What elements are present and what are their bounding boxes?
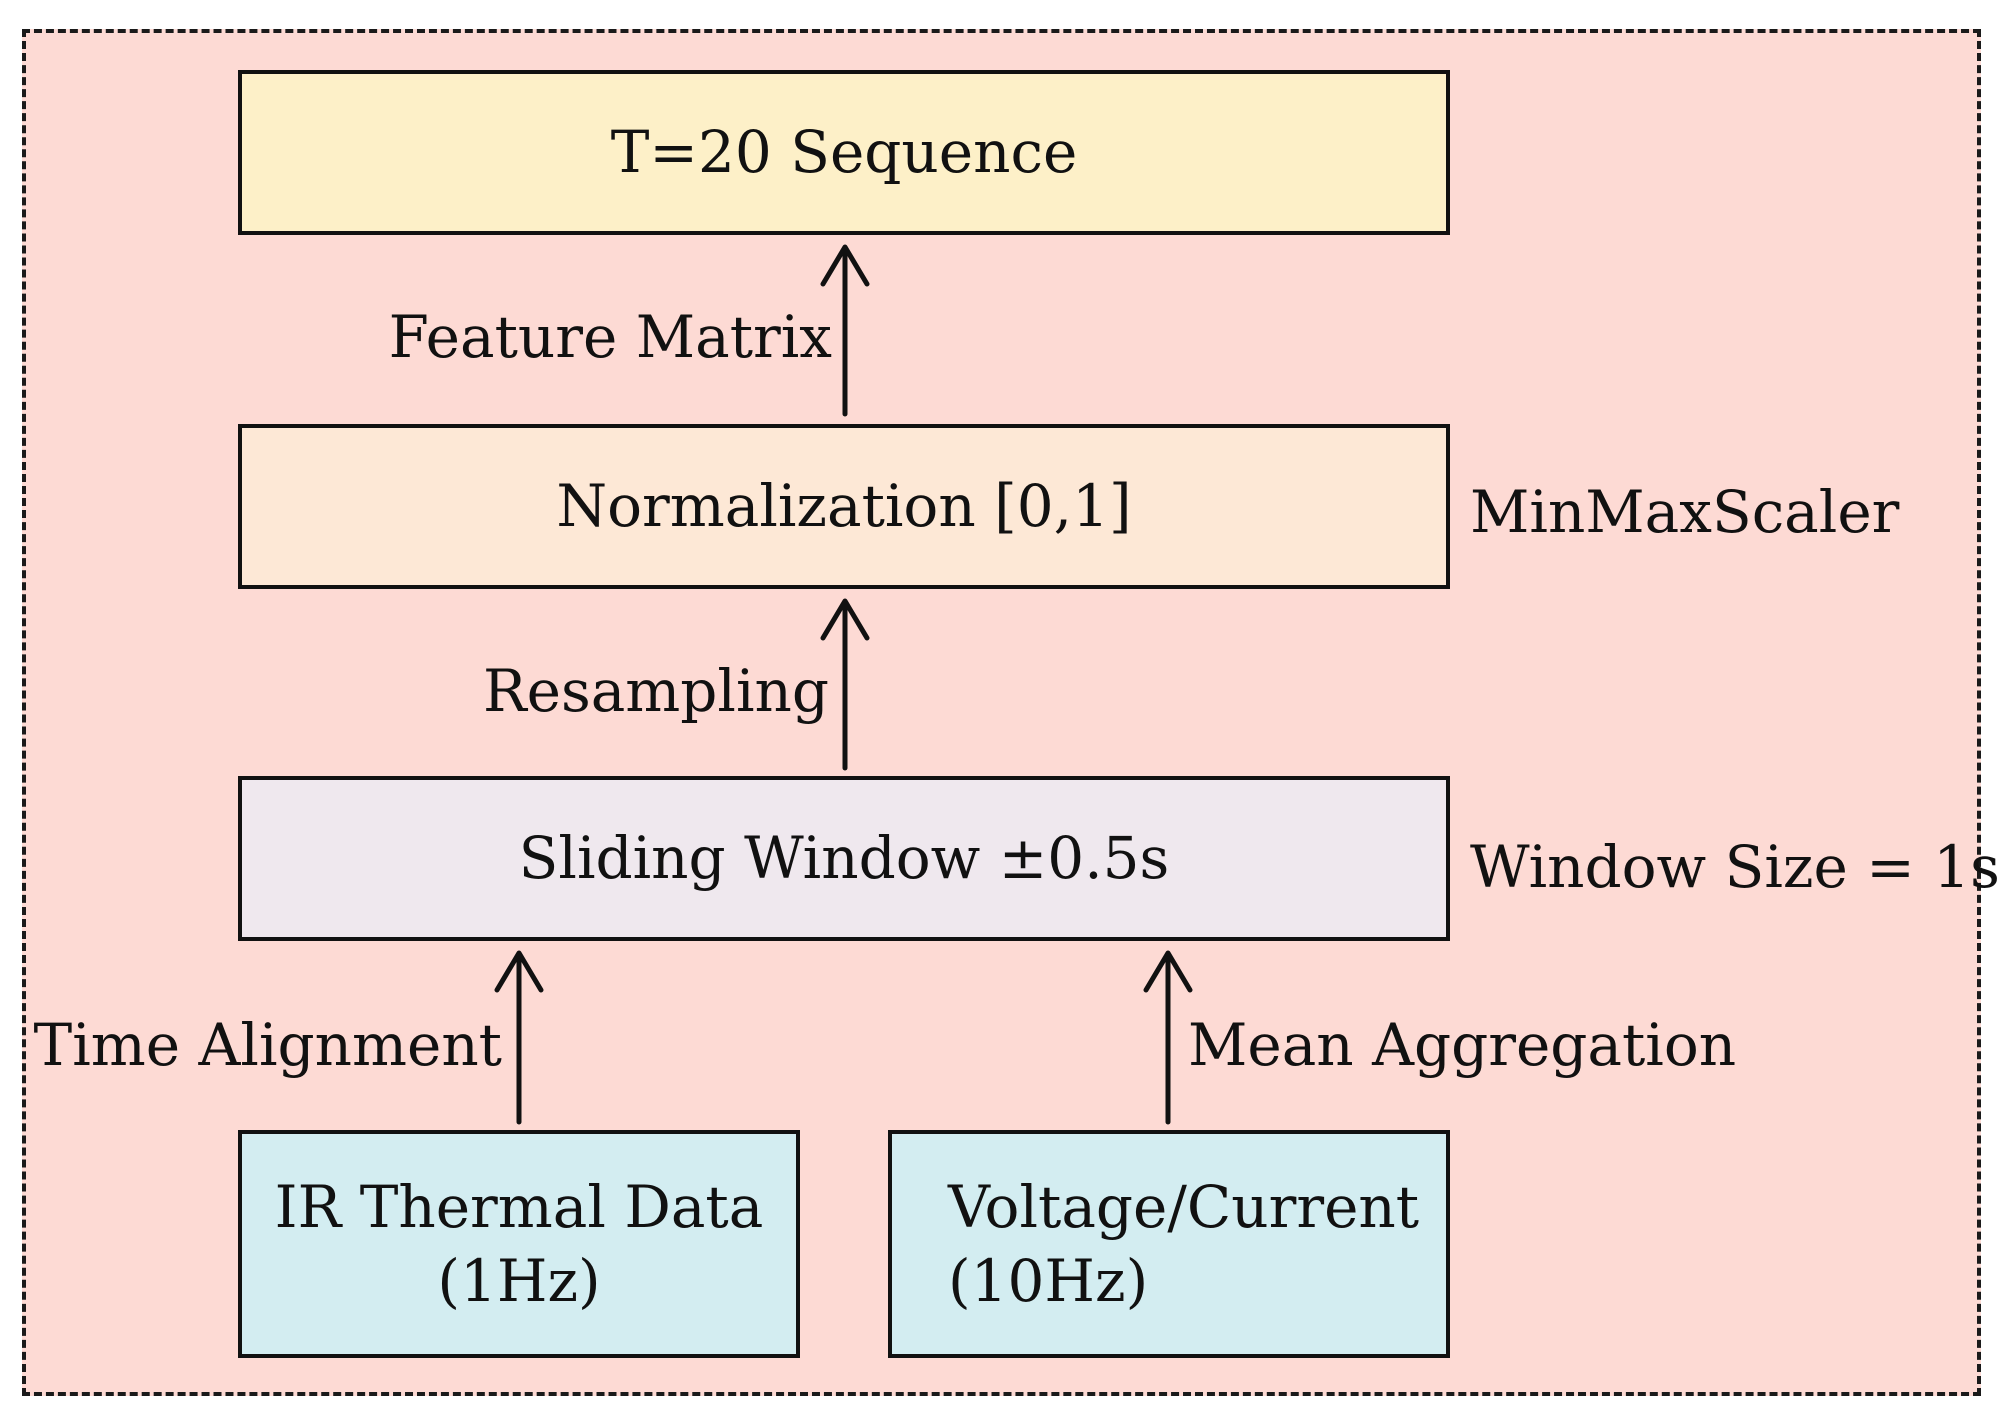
window-size-note: Window Size = 1s (1470, 833, 2000, 901)
sequence-box: T=20 Sequence (238, 70, 1450, 235)
sequence-box-label: T=20 Sequence (610, 118, 1078, 187)
ir-thermal-box: IR Thermal Data (1Hz) (238, 1130, 800, 1358)
ir-thermal-rate: (1Hz) (437, 1247, 601, 1315)
minmax-scaler-note: MinMaxScaler (1470, 478, 1900, 546)
voltage-current-rate: (10Hz) (948, 1247, 1149, 1315)
mean-aggregation-label: Mean Aggregation (1188, 1011, 1737, 1079)
normalization-box: Normalization [0,1] (238, 424, 1450, 589)
normalization-box-label: Normalization [0,1] (556, 472, 1132, 541)
ir-thermal-title: IR Thermal Data (274, 1172, 764, 1241)
resampling-label: Resampling (482, 657, 829, 725)
voltage-current-box: Voltage/Current (10Hz) (888, 1130, 1450, 1358)
time-alignment-label: Time Alignment (33, 1011, 502, 1079)
sliding-window-box: Sliding Window ±0.5s (238, 776, 1450, 941)
feature-matrix-label: Feature Matrix (388, 303, 832, 371)
voltage-current-title: Voltage/Current (948, 1172, 1420, 1241)
sliding-window-box-label: Sliding Window ±0.5s (518, 824, 1170, 893)
